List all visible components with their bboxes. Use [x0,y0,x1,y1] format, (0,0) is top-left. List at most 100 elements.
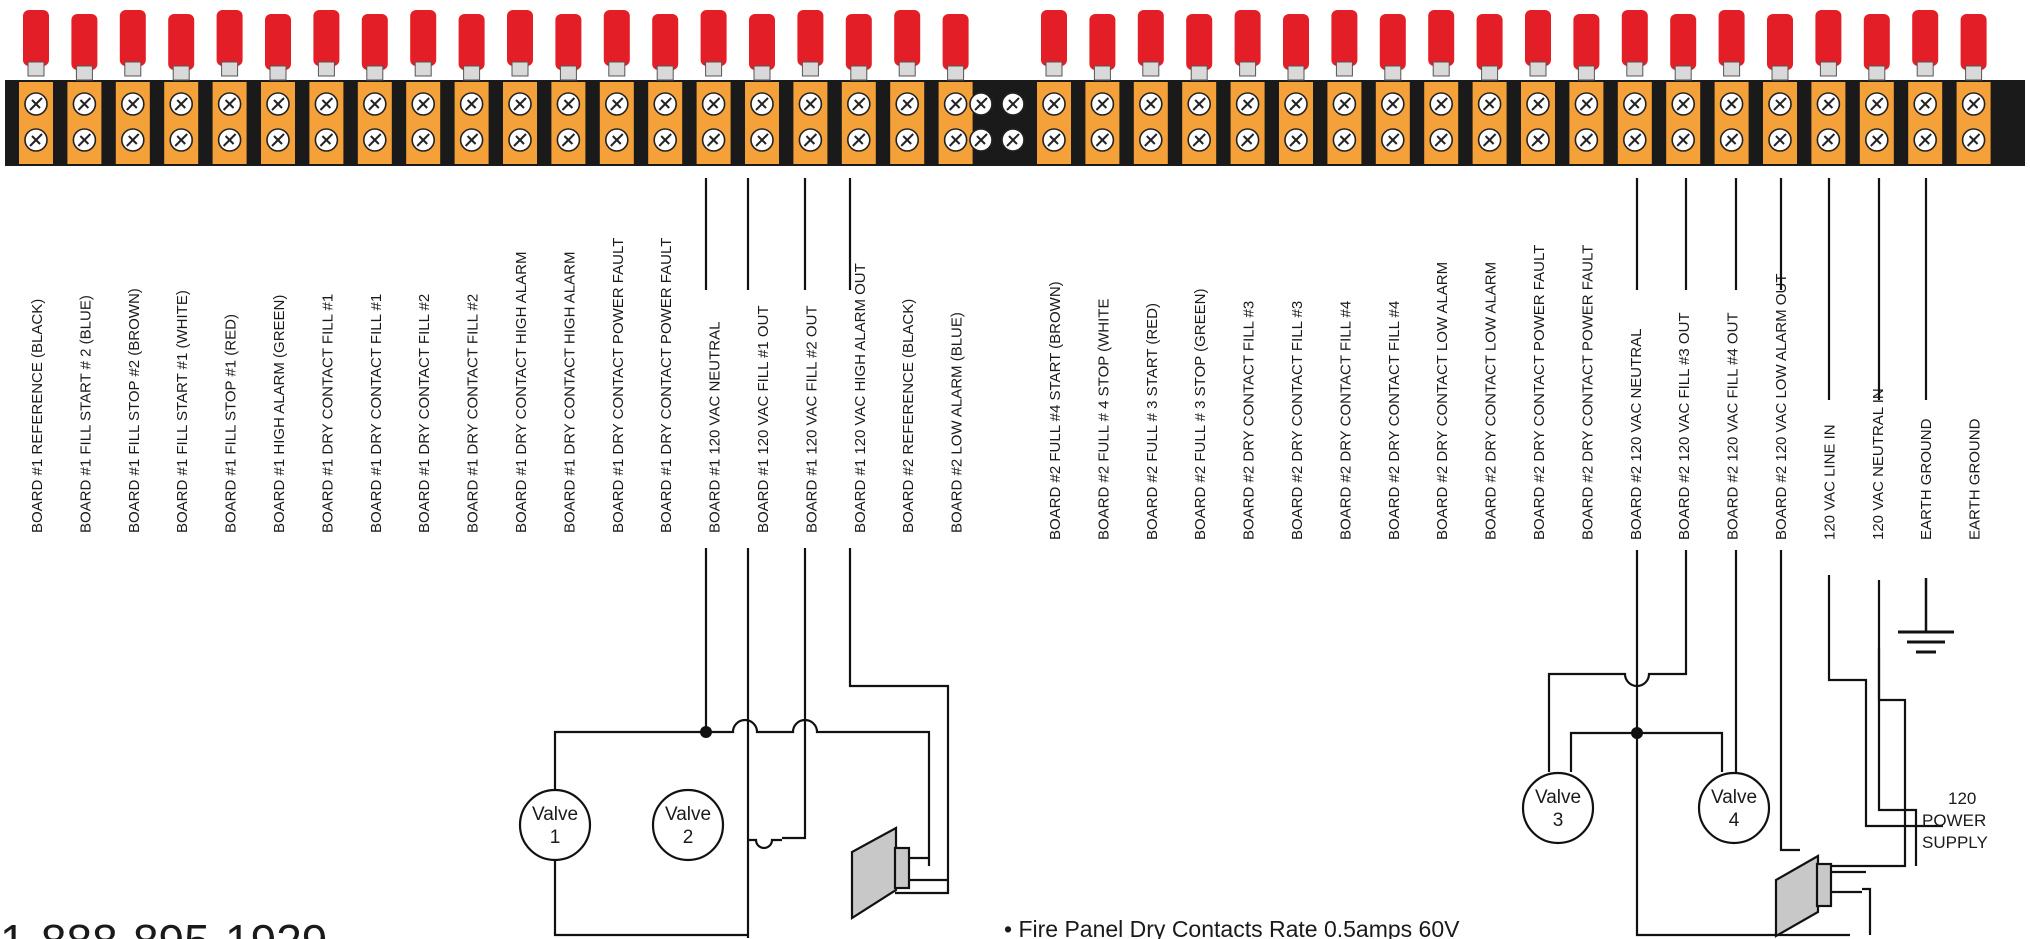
terminal-screw [508,92,532,116]
wire-connector [652,14,679,70]
valve-3: Valve 3 [1521,771,1595,845]
terminal-screw [1235,92,1260,116]
wire-connector [410,10,437,66]
left-terminal-11 [503,10,537,164]
wire-connector [1912,10,1939,66]
terminal-screw [1042,128,1066,152]
wire-connector [507,10,533,66]
svg-text:SUPPLY: SUPPLY [1922,833,1988,852]
right-terminal-label: BOARD #2 120 VAC FILL #3 OUT [1676,312,1693,540]
terminal-screw [798,92,823,116]
terminal-screw [314,92,339,116]
terminal-screw [1139,128,1163,152]
terminal-screw [1381,92,1405,116]
terminal-screw [72,128,97,152]
terminal-screw [362,128,387,152]
left-terminal-1 [19,10,53,164]
terminal-screw [121,128,145,152]
right-terminal-14 [1666,14,1701,164]
terminal-screw [169,92,193,116]
terminal-screw [604,92,629,116]
valve-2-label: Valve [665,804,711,825]
terminal-screw [459,128,484,152]
svg-text:POWER: POWER [1922,811,1986,830]
jumper-screw [969,92,993,116]
left-terminal-label: BOARD #1 DRY CONTACT POWER FAULT [658,238,675,533]
terminal-screw [508,128,532,152]
terminal-screw [1719,92,1744,116]
left-terminal-5 [212,10,247,164]
wire-connector [1089,14,1116,70]
right-terminal-label: BOARD #2 DRY CONTACT LOW ALARM [1483,262,1500,540]
junction-dot [1631,727,1643,739]
jumper-screw [1001,128,1025,152]
terminal-screw [459,92,484,116]
left-terminal-label: BOARD #1 FILL STOP #1 (RED) [223,314,240,533]
terminal-screw [1090,92,1115,116]
terminal-screw [1768,128,1792,152]
terminal-screw [1623,128,1647,152]
terminal-screw [1429,92,1453,116]
left-terminal-20 [938,14,973,164]
left-terminal-label: BOARD #1 FILL START # 2 (BLUE) [77,295,94,533]
wire-connector [23,10,49,66]
left-terminal-label: BOARD #1 120 VAC HIGH ALARM OUT [852,263,869,533]
terminal-screw [556,92,581,116]
wire-connector [313,10,340,66]
wire-connector [1863,14,1890,70]
left-terminal-label: BOARD #2 LOW ALARM (BLUE) [949,312,966,533]
left-terminal-label: BOARD #1 HIGH ALARM (GREEN) [271,295,288,533]
left-terminal-label: BOARD #1 120 VAC NEUTRAL [707,322,724,533]
left-terminal-4 [164,14,199,164]
right-terminal-19 [1908,10,1943,164]
wire-connector [1234,10,1261,66]
terminal-screw [1623,92,1647,116]
valve-3-number: 3 [1553,810,1564,831]
terminal-screw [846,128,871,152]
speaker-icon [1774,854,1866,938]
right-terminal-2 [1085,14,1120,164]
wire-connector [119,10,146,66]
left-terminal-19 [890,10,925,164]
wire-connector [603,10,630,66]
terminal-screw [895,92,920,116]
right-terminal-7 [1327,10,1362,164]
terminal-screw [604,128,629,152]
wire-connector [361,14,388,70]
wire-connector [894,10,921,66]
wire-connector [1767,14,1793,70]
wire-connector [749,14,775,70]
terminal-screw [1816,92,1841,116]
wire-connector [1670,14,1697,70]
right-terminal-label: EARTH GROUND [1967,418,1984,540]
left-terminal-label: BOARD #1 DRY CONTACT HIGH ALARM [513,252,530,533]
right-terminal-label: BOARD #2 DRY CONTACT FILL #3 [1289,301,1306,540]
left-terminal-label: BOARD #1 120 VAC FILL #1 OUT [755,305,772,533]
right-terminal-label: BOARD #2 FULL # 3 START (RED) [1144,303,1161,540]
right-terminal-18 [1859,14,1894,164]
terminal-screw [1139,92,1163,116]
terminal-screw [362,92,387,116]
wire-connector [1621,10,1648,66]
left-terminal-label: BOARD #1 DRY CONTACT FILL #1 [368,294,385,533]
right-terminal-4 [1182,14,1217,164]
left-circuit-wiring [553,178,950,938]
left-terminal-label: BOARD #1 DRY CONTACT POWER FAULT [610,238,627,533]
right-terminal-label: BOARD #2 DRY CONTACT POWER FAULT [1531,245,1548,540]
right-terminal-label: 120 VAC NEUTRAL IN [1870,388,1887,540]
terminal-screw [24,92,48,116]
terminal-screw [1961,128,1986,152]
right-terminal-8 [1375,14,1410,164]
right-terminal-5 [1230,10,1265,164]
right-terminal-12 [1569,14,1604,164]
terminal-screw [943,92,968,116]
right-terminal-label: BOARD #2 120 VAC FILL #4 OUT [1725,312,1742,540]
right-terminal-15 [1714,10,1749,164]
left-terminal-label: BOARD #1 DRY CONTACT HIGH ALARM [561,252,578,533]
terminal-screw [1187,92,1211,116]
left-terminal-3 [115,10,150,164]
terminal-screw [1671,92,1695,116]
right-terminal-6 [1279,14,1313,164]
wire-connector [845,14,872,70]
terminal-screw [1284,128,1308,152]
